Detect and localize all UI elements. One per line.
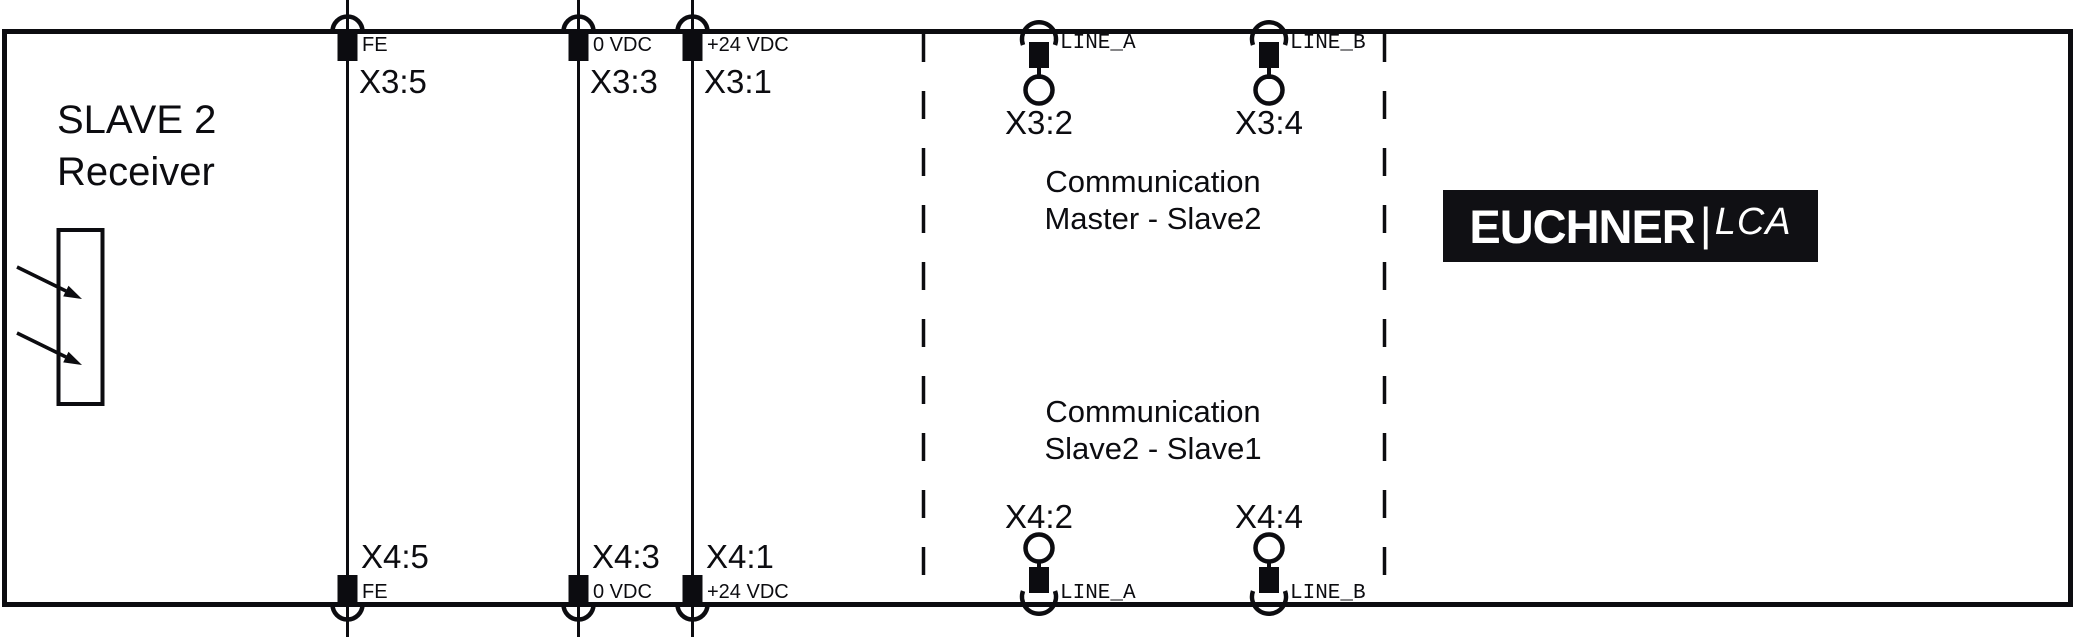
pin-ring-x3-4 xyxy=(1253,74,1285,106)
wire-group-fe xyxy=(330,0,365,637)
terminal-label-x4-2: X4:2 xyxy=(1005,498,1073,535)
pin-ring-x4-4 xyxy=(1253,532,1285,564)
comm-connector-x3-4 xyxy=(1249,20,1289,106)
signal-label-x3-3: 0 VDC xyxy=(593,34,652,56)
device-title-line1: SLAVE 2 xyxy=(57,98,217,142)
enclosure-outline xyxy=(2,29,2073,607)
terminal-pad-top-0vdc xyxy=(568,33,589,61)
terminal-pad-bottom-0vdc xyxy=(568,575,589,604)
beam-arrow-1-head xyxy=(63,285,82,299)
comm-annotation-line2: Master - Slave2 xyxy=(1044,201,1262,236)
comm-annotation-line1: Communication xyxy=(1045,394,1261,429)
terminal-pad-x3-2 xyxy=(1029,42,1049,68)
euchner-lca-logo: EUCHNER | LCA xyxy=(1443,190,1818,262)
comm-annotation-line1: Communication xyxy=(1045,164,1261,199)
terminal-pad-x4-4 xyxy=(1259,567,1279,593)
device-title: SLAVE 2 Receiver xyxy=(57,94,216,198)
beam-arrow-2-head xyxy=(63,351,82,365)
pin-ring-x3-2 xyxy=(1023,74,1055,106)
signal-label-x4-3: 0 VDC xyxy=(593,581,652,603)
terminal-label-x4-1: X4:1 xyxy=(706,538,774,575)
wire-group-24vdc xyxy=(675,0,710,637)
terminal-label-x3-3: X3:3 xyxy=(590,63,658,100)
connector-dome-top-fe xyxy=(330,14,365,32)
connector-dome-bottom-24vdc xyxy=(675,604,710,622)
device-title-line2: Receiver xyxy=(57,150,215,194)
pin-ring-x4-2 xyxy=(1023,532,1055,564)
terminal-pad-bottom-24vdc xyxy=(682,575,703,604)
terminal-label-x4-5: X4:5 xyxy=(361,538,429,575)
comm-annotation-line2: Slave2 - Slave1 xyxy=(1044,431,1262,466)
connector-dome-bottom-0vdc xyxy=(561,604,596,622)
terminal-label-x3-1: X3:1 xyxy=(704,63,772,100)
terminal-label-x4-3: X4:3 xyxy=(592,538,660,575)
signal-label-x4-1: +24 VDC xyxy=(707,581,789,603)
signal-label-x4-2: LINE_A xyxy=(1060,582,1136,605)
terminal-label-x3-5: X3:5 xyxy=(359,63,427,100)
signal-label-x3-5: FE xyxy=(362,34,388,56)
beam-arrow-2-shaft xyxy=(16,331,67,359)
terminal-pad-x3-4 xyxy=(1259,42,1279,68)
terminal-pad-top-24vdc xyxy=(682,33,703,61)
logo-divider-bar: | xyxy=(1699,198,1712,250)
signal-label-x4-5: FE xyxy=(362,581,388,603)
terminal-label-x3-2: X3:2 xyxy=(1005,104,1073,141)
terminal-pad-bottom-fe xyxy=(337,575,358,604)
comm-annotation-slave2-slave1: Communication Slave2 - Slave1 xyxy=(903,393,1403,467)
connector-dome-top-24vdc xyxy=(675,14,710,32)
comm-connector-x4-4 xyxy=(1249,532,1289,616)
socket-arc-x4-2 xyxy=(1019,590,1059,616)
signal-label-x3-1: +24 VDC xyxy=(707,34,789,56)
connector-dome-bottom-fe xyxy=(330,604,365,622)
terminal-label-x4-4: X4:4 xyxy=(1235,498,1303,535)
logo-brand-text: EUCHNER xyxy=(1469,199,1695,253)
terminal-label-x3-4: X3:4 xyxy=(1235,104,1303,141)
receiver-element xyxy=(56,228,105,406)
connector-dome-top-0vdc xyxy=(561,14,596,32)
signal-label-x3-4: LINE_B xyxy=(1290,32,1366,55)
socket-arc-x4-4 xyxy=(1249,590,1289,616)
signal-label-x3-2: LINE_A xyxy=(1060,32,1136,55)
socket-arc-x3-4 xyxy=(1249,20,1289,46)
wire-group-0vdc xyxy=(561,0,596,637)
receiver-symbol xyxy=(16,228,105,406)
terminal-pad-top-fe xyxy=(337,33,358,61)
socket-arc-x3-2 xyxy=(1019,20,1059,46)
logo-suffix-text: LCA xyxy=(1714,200,1792,243)
beam-arrow-1-shaft xyxy=(16,265,67,293)
comm-connector-x3-2 xyxy=(1019,20,1059,106)
comm-connector-x4-2 xyxy=(1019,532,1059,616)
comm-annotation-master-slave2: Communication Master - Slave2 xyxy=(903,163,1403,237)
terminal-pad-x4-2 xyxy=(1029,567,1049,593)
signal-label-x4-4: LINE_B xyxy=(1290,582,1366,605)
